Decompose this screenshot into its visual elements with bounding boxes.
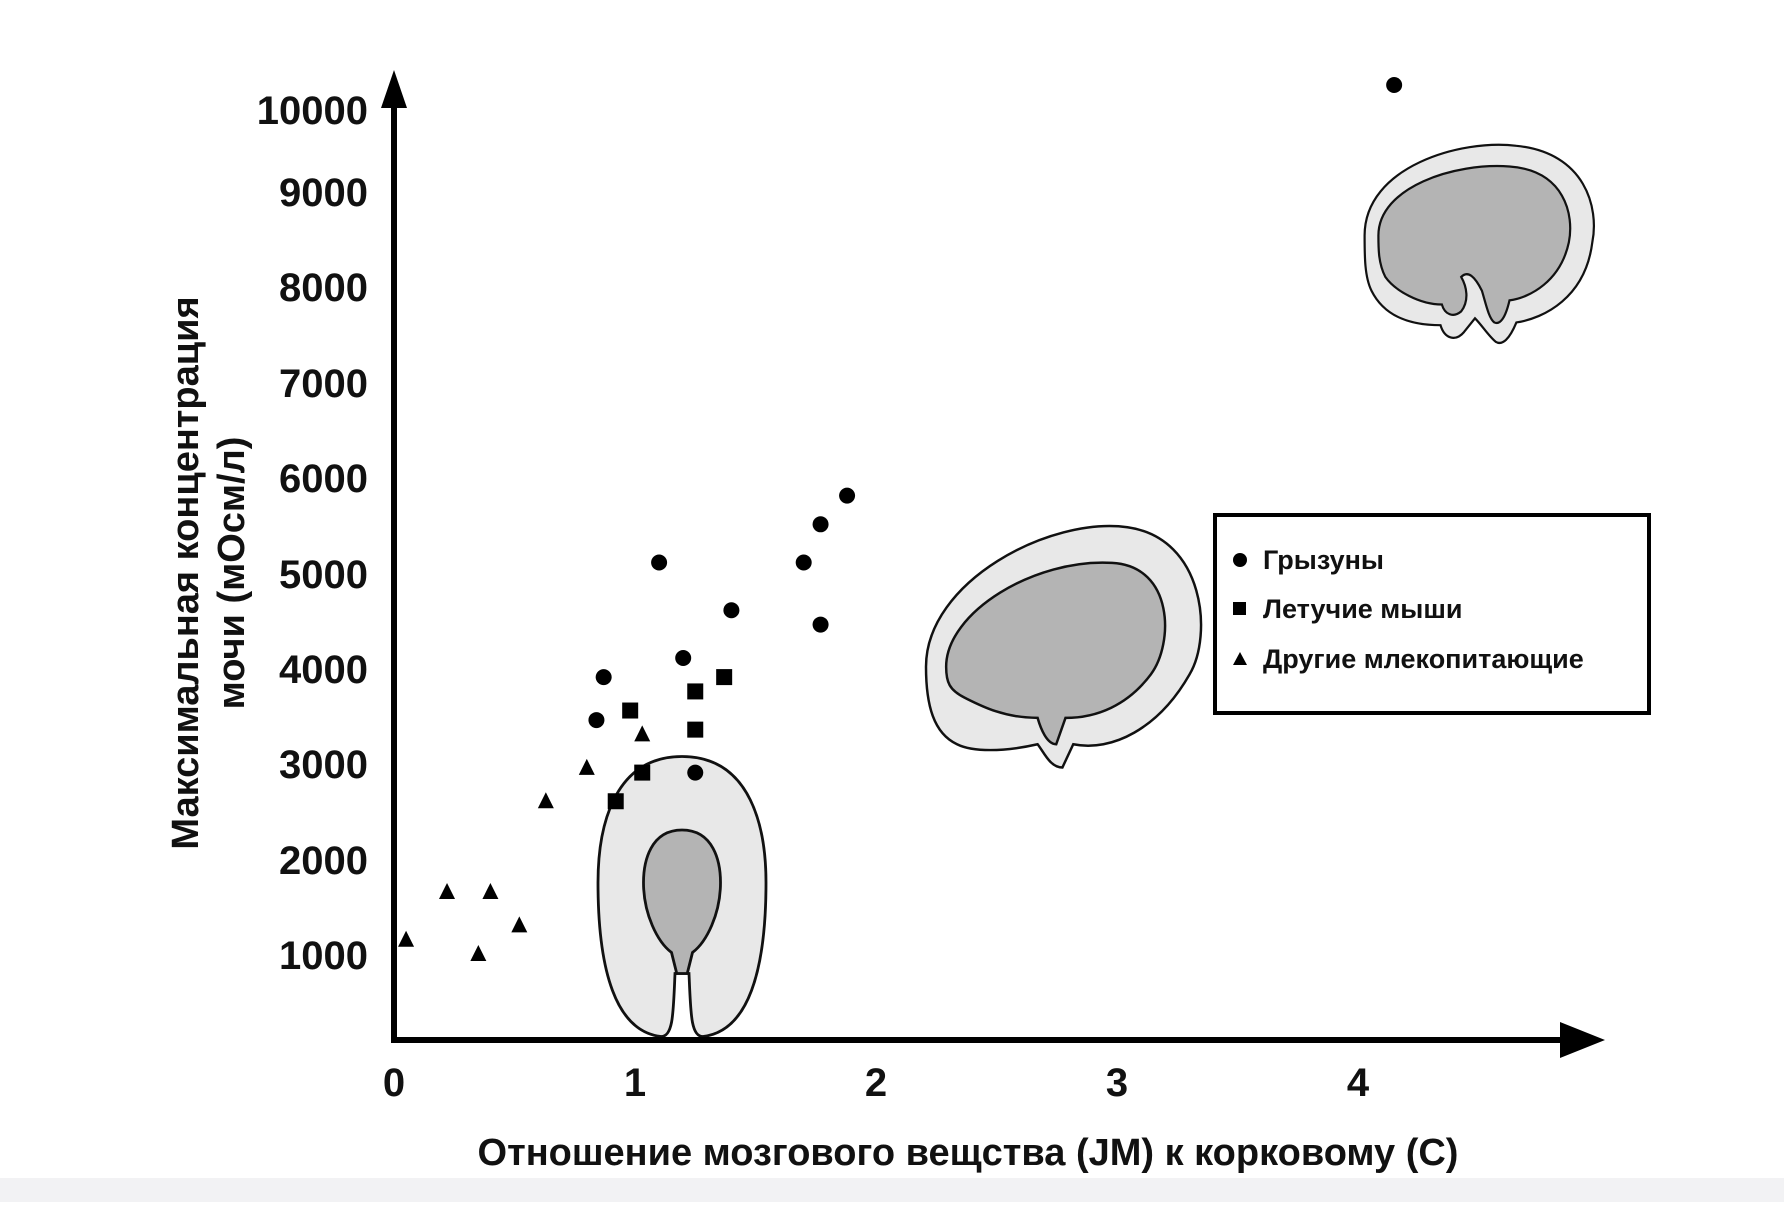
y-tick-labels: 1000 2000 3000 4000 5000 6000 7000 8000 … [257, 89, 368, 978]
point-triangle-2-7 [634, 725, 651, 742]
point-circle-0-5 [723, 602, 740, 619]
point-circle-0-0 [588, 712, 605, 729]
y-tick-label: 1000 [279, 934, 368, 978]
point-triangle-2-3 [482, 882, 499, 899]
point-square-1-4 [687, 721, 704, 738]
legend-marker-triangle [1233, 652, 1247, 665]
x-axis-arrow [1560, 1022, 1605, 1058]
legend-label-other: Другие млекопитающие [1263, 644, 1584, 674]
y-tick-label: 3000 [279, 743, 368, 787]
data-points [398, 77, 1403, 962]
y-axis-title-line2: мочи (мОсм/л) [211, 437, 253, 710]
legend-marker-circle [1233, 553, 1247, 567]
y-tick-label: 6000 [279, 457, 368, 501]
point-triangle-2-2 [470, 945, 487, 962]
y-tick-label: 4000 [279, 648, 368, 692]
kidney-large-icon [1363, 143, 1595, 344]
y-tick-label: 7000 [279, 362, 368, 406]
point-circle-0-10 [1386, 77, 1403, 93]
point-circle-0-4 [687, 764, 704, 781]
legend-marker-square [1233, 602, 1246, 615]
bottom-strip [0, 1178, 1784, 1202]
point-square-1-1 [622, 702, 639, 719]
y-tick-label: 2000 [279, 839, 368, 883]
y-tick-label: 10000 [257, 89, 368, 133]
x-tick-label: 3 [1106, 1061, 1128, 1105]
point-circle-0-3 [675, 650, 692, 666]
point-square-1-3 [687, 683, 704, 700]
x-tick-labels: 0 1 2 3 4 [383, 1061, 1370, 1105]
point-circle-0-9 [839, 487, 856, 504]
legend-label-rodents: Грызуны [1263, 545, 1384, 575]
point-circle-0-6 [795, 554, 812, 571]
point-square-1-5 [716, 669, 733, 686]
y-tick-label: 9000 [279, 171, 368, 215]
x-tick-label: 1 [624, 1061, 646, 1105]
x-axis-title: Отношение мозгового вещства (JM) к корко… [478, 1132, 1459, 1174]
y-axis-arrow [381, 70, 407, 108]
point-circle-0-8 [812, 516, 829, 533]
x-tick-label: 0 [383, 1061, 405, 1105]
point-circle-0-2 [651, 554, 668, 571]
kidney-medium-icon [924, 524, 1203, 769]
legend-label-bats: Летучие мыши [1263, 594, 1462, 624]
y-tick-label: 8000 [279, 266, 368, 310]
point-circle-0-7 [812, 616, 829, 633]
point-square-1-0 [607, 793, 624, 810]
x-tick-label: 4 [1347, 1061, 1370, 1105]
legend-box [1213, 513, 1651, 715]
point-square-1-2 [634, 764, 651, 781]
y-axis-title-line1: Максимальная концентрация [165, 296, 207, 849]
point-circle-0-1 [595, 669, 612, 686]
legend: Грызуны Летучие мыши Другие млекопитающи… [1213, 513, 1651, 715]
point-triangle-2-4 [511, 916, 528, 933]
point-triangle-2-1 [439, 882, 456, 899]
point-triangle-2-0 [398, 930, 415, 947]
y-tick-label: 5000 [279, 553, 368, 597]
point-triangle-2-5 [537, 792, 554, 809]
x-tick-label: 2 [865, 1061, 887, 1105]
kidney-small-icon [596, 755, 768, 1038]
point-triangle-2-6 [578, 758, 595, 775]
